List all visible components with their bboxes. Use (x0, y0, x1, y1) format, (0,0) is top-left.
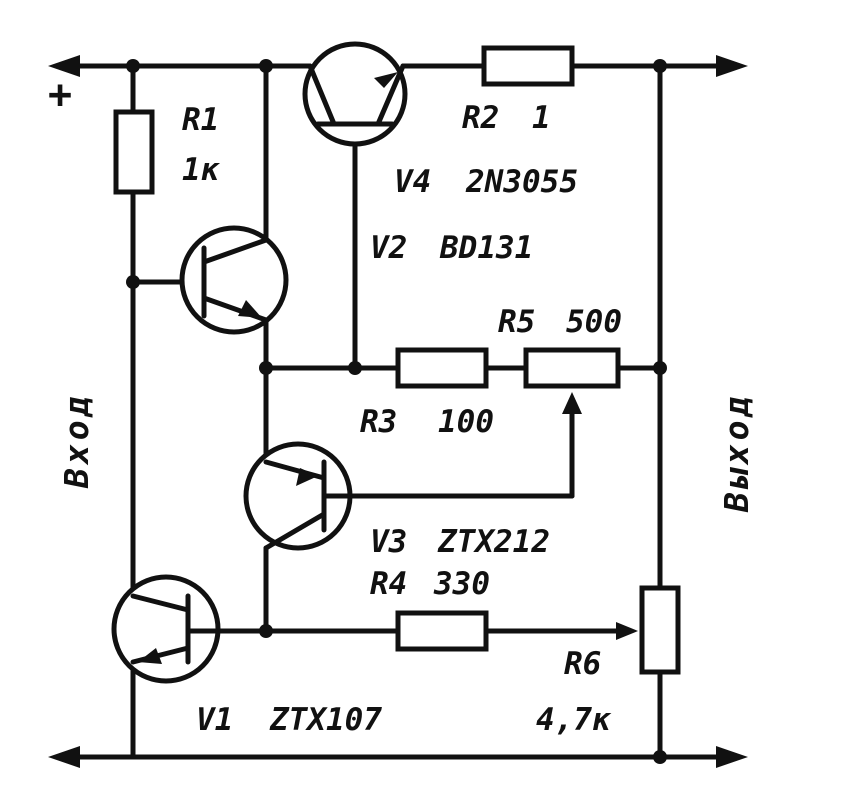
bottom-rail (48, 746, 748, 768)
svg-text:R2: R2 (462, 100, 499, 136)
resistor-r5 (523, 347, 621, 389)
svg-text:ZTX212: ZTX212 (437, 524, 550, 560)
svg-text:500: 500 (566, 304, 622, 340)
v3-label: V3 ZTX212 (370, 524, 550, 560)
svg-text:V3: V3 (370, 524, 407, 560)
resistor-r6 (639, 585, 681, 675)
r1-ref: R1 (182, 102, 219, 138)
v1-label: V1 ZTX107 (196, 702, 382, 738)
svg-text:V2: V2 (370, 230, 407, 266)
svg-text:2N3055: 2N3055 (465, 164, 578, 200)
r6-ref: R6 (564, 646, 601, 682)
r3-label: R3 100 (360, 404, 494, 440)
r2-label: R2 1 (462, 100, 551, 136)
v2-label: V2 BD131 (370, 230, 533, 266)
input-arrow-top (48, 55, 80, 77)
svg-text:330: 330 (433, 566, 490, 602)
resistor-r4 (395, 610, 489, 652)
r4-label: R4 330 (370, 566, 490, 602)
input-arrow-bottom (48, 746, 80, 768)
r5-label: R5 500 (498, 304, 622, 340)
transistor-v4 (302, 41, 408, 147)
output-label: Выход (717, 393, 756, 513)
transistor-v2 (179, 225, 289, 335)
r6-value: 4,7к (536, 702, 612, 738)
junction-dots (126, 59, 667, 764)
svg-text:V4: V4 (394, 164, 431, 200)
svg-text:R4: R4 (370, 566, 407, 602)
resistor-r2 (481, 45, 575, 87)
output-arrow-top (716, 55, 748, 77)
svg-text:R3: R3 (360, 404, 397, 440)
transistor-v1 (111, 574, 221, 684)
svg-text:ZTX107: ZTX107 (269, 702, 382, 738)
polarity-plus-label: + (48, 72, 72, 118)
svg-text:V1: V1 (196, 702, 233, 738)
v4-label: V4 2N3055 (394, 164, 578, 200)
input-label: Вход (57, 393, 96, 489)
wiring (130, 63, 663, 760)
svg-text:BD131: BD131 (439, 230, 533, 266)
svg-text:100: 100 (438, 404, 494, 440)
svg-text:1: 1 (532, 100, 551, 136)
transistor-v3 (243, 441, 353, 551)
resistor-r3 (395, 347, 489, 389)
r1-value: 1к (182, 152, 221, 188)
svg-text:R5: R5 (498, 304, 535, 340)
output-arrow-bottom (716, 746, 748, 768)
resistor-r1 (113, 109, 155, 195)
